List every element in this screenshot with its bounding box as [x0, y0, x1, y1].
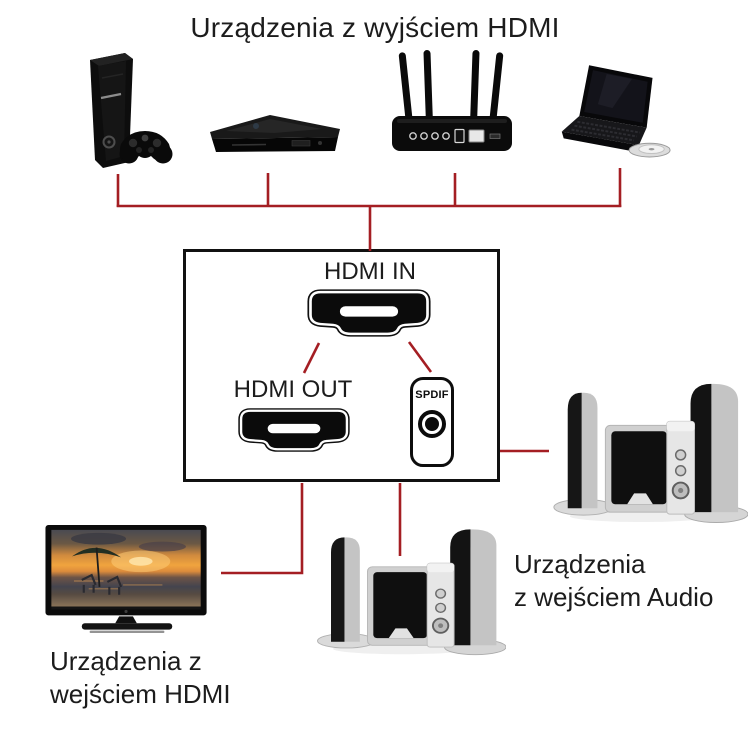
spdif-jack-icon [418, 410, 446, 438]
laptop-disc-tray-icon [628, 142, 671, 158]
hdmi-out-label: HDMI OUT [233, 376, 353, 403]
hdmi-devices-label: Urządzenia z wejściem HDMI [50, 645, 231, 711]
audio-devices-label-line1: Urządzenia [514, 549, 646, 579]
laptop-icon [561, 65, 671, 158]
speaker-system-right-icon [553, 383, 748, 524]
hdmi-in-label: HDMI IN [324, 258, 416, 285]
beach-umbrella-icon [72, 547, 122, 587]
hdmi-in-port-icon [307, 289, 431, 337]
audio-devices-label: Urządzenia z wejściem Audio [514, 548, 713, 614]
blu-ray-player-icon [210, 115, 340, 152]
wire-to-tv [221, 483, 304, 575]
hdmi-devices-label-line1: Urządzenia z [50, 646, 202, 676]
hdmi-devices-label-line2: wejściem HDMI [50, 679, 231, 709]
tv-icon [45, 524, 207, 634]
speaker-system-bottom-icon [317, 529, 506, 656]
router-ports [409, 128, 501, 144]
hdmi-out-port-icon [238, 408, 350, 452]
spdif-label: SPDIF [415, 389, 449, 401]
spdif-port-panel: SPDIF [410, 377, 454, 467]
beach-chairs-icon [81, 573, 123, 595]
game-controller-icon [119, 131, 173, 164]
game-console-icon [90, 53, 173, 168]
audio-devices-label-line2: z wejściem Audio [514, 582, 714, 612]
router-icon [392, 50, 512, 151]
diagram-title: Urządzenia z wyjściem HDMI [190, 12, 560, 43]
